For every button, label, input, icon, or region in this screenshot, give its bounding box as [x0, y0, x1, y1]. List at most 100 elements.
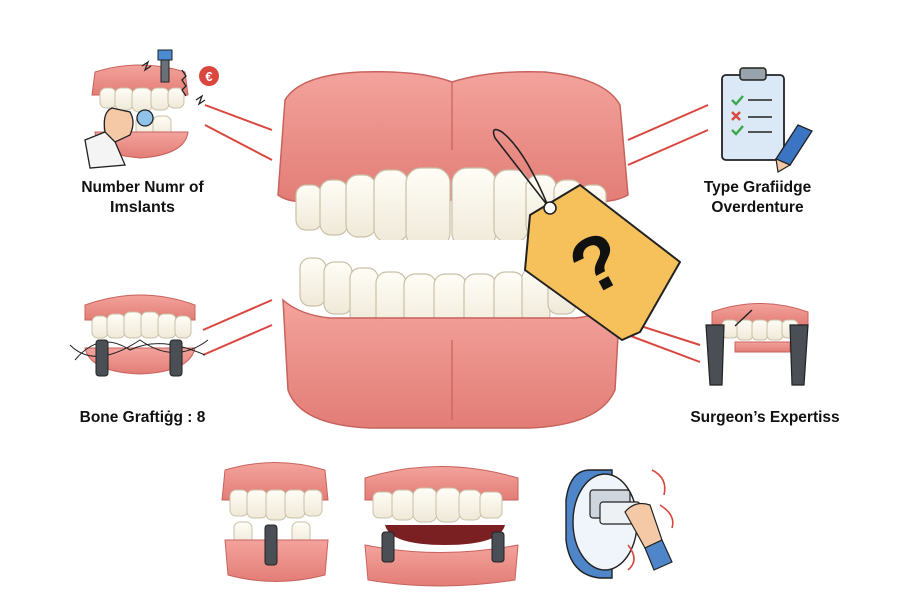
tooth — [174, 315, 192, 339]
label-number-of-implants-line2: Imslants — [110, 199, 175, 216]
tooth — [91, 315, 109, 339]
price-tag-icon: ? — [492, 128, 681, 341]
mini-gum-band — [734, 341, 791, 353]
tooth — [766, 319, 784, 341]
label-surgeons-expertise: Surgeon’s Expertiss — [690, 409, 840, 426]
dental-implant-icon — [381, 531, 395, 563]
hand-icon — [624, 502, 673, 571]
clipboard-clip — [739, 67, 767, 81]
zigzag-right — [181, 69, 187, 97]
tooth — [751, 319, 769, 341]
tooth — [736, 319, 754, 341]
connector-top-right-b — [627, 129, 709, 166]
tooth — [493, 169, 529, 243]
overdenture-illustration — [705, 303, 809, 386]
check-1 — [731, 95, 744, 106]
label-type-line1: Type Grafiidge — [703, 179, 812, 196]
pencil-tip — [775, 158, 792, 173]
tooth — [479, 491, 503, 519]
bottom-consultation-card — [565, 469, 674, 579]
mini-upper-gum — [711, 303, 809, 326]
tooth — [123, 311, 143, 339]
tooth — [405, 167, 451, 249]
implant-screw — [160, 59, 170, 83]
bone-grafting-illustration — [69, 294, 209, 377]
hand-sleeve — [644, 539, 673, 571]
tooth — [323, 261, 353, 315]
implant-cap — [157, 49, 173, 61]
connector-top-left-a — [204, 104, 273, 131]
tooth — [303, 489, 323, 517]
mouth-gap — [305, 240, 595, 258]
cross-2 — [731, 111, 741, 121]
mini-lower-gum — [84, 347, 196, 375]
label-type: Type Grafiidge Overdenture — [670, 178, 845, 218]
tooth — [458, 489, 482, 521]
tooth — [265, 489, 287, 521]
sparkle-arc-bottom — [627, 544, 635, 571]
connector-mid-right-b — [627, 334, 701, 363]
overdenture-pointer — [734, 309, 753, 327]
overdenture-bar-left — [705, 324, 725, 386]
connector-mid-left-a — [202, 299, 273, 331]
tooth — [373, 169, 409, 243]
tag-body — [524, 184, 681, 341]
tooth — [372, 491, 394, 519]
mini-lower-gum — [364, 544, 519, 587]
check-3 — [731, 125, 744, 136]
tooth — [284, 489, 306, 519]
hand-icon — [84, 107, 154, 169]
bottom-arch-bridge — [364, 466, 519, 587]
bridge-cavity — [385, 525, 505, 545]
label-bone-grafting: Bone Graftiġg : 8 — [79, 409, 206, 426]
tag-hole — [543, 201, 557, 215]
tooth — [114, 87, 134, 111]
label-number-of-implants-line1: Number Numr of — [81, 179, 204, 196]
tooth — [435, 487, 461, 523]
connector-top-left-b — [204, 124, 273, 161]
dental-implant-icon — [157, 49, 173, 83]
connector-mid-left-b — [202, 324, 273, 356]
tooth — [412, 487, 438, 523]
tooth — [229, 489, 249, 517]
connector-top-right-a — [627, 104, 709, 141]
zigzag-lower — [195, 94, 206, 106]
tooth — [140, 311, 160, 339]
tooth — [246, 489, 268, 519]
tooth — [99, 87, 117, 109]
label-type-line2: Overdenture — [711, 199, 804, 216]
dental-implant-icon — [95, 339, 183, 377]
euro-badge-icon — [199, 66, 219, 86]
sparkle-arc-top — [651, 469, 666, 496]
implant-right — [169, 339, 183, 377]
tooth — [295, 184, 323, 231]
tooth — [299, 257, 327, 307]
euro-badge-symbol: € — [205, 69, 212, 84]
dental-implant-icon — [264, 524, 278, 566]
tooth — [391, 489, 415, 521]
tooth — [131, 87, 153, 113]
clipboard-checklist-icon — [721, 67, 813, 173]
bottom-full-mouth-implant — [221, 462, 329, 582]
overdenture-bar-right — [789, 324, 809, 386]
tooth — [150, 87, 170, 111]
mirror — [136, 109, 154, 127]
tooth — [167, 87, 185, 109]
pencil-icon — [775, 124, 813, 173]
tooth — [451, 167, 497, 249]
hand-palm — [624, 502, 663, 549]
tooth — [106, 313, 126, 339]
zigzag-left — [141, 60, 152, 72]
tag-string — [492, 128, 549, 207]
label-number-of-implants: Number Numr of Imslants — [55, 178, 230, 218]
tooth — [157, 313, 177, 339]
implant-count-illustration: € — [84, 49, 219, 169]
palm — [103, 107, 134, 143]
sleeve — [84, 129, 126, 169]
tooth — [345, 174, 377, 238]
tooth — [349, 267, 379, 325]
dental-implant-icon — [491, 531, 505, 563]
tooth — [319, 179, 349, 236]
sparkle-arc-mid — [659, 504, 674, 529]
